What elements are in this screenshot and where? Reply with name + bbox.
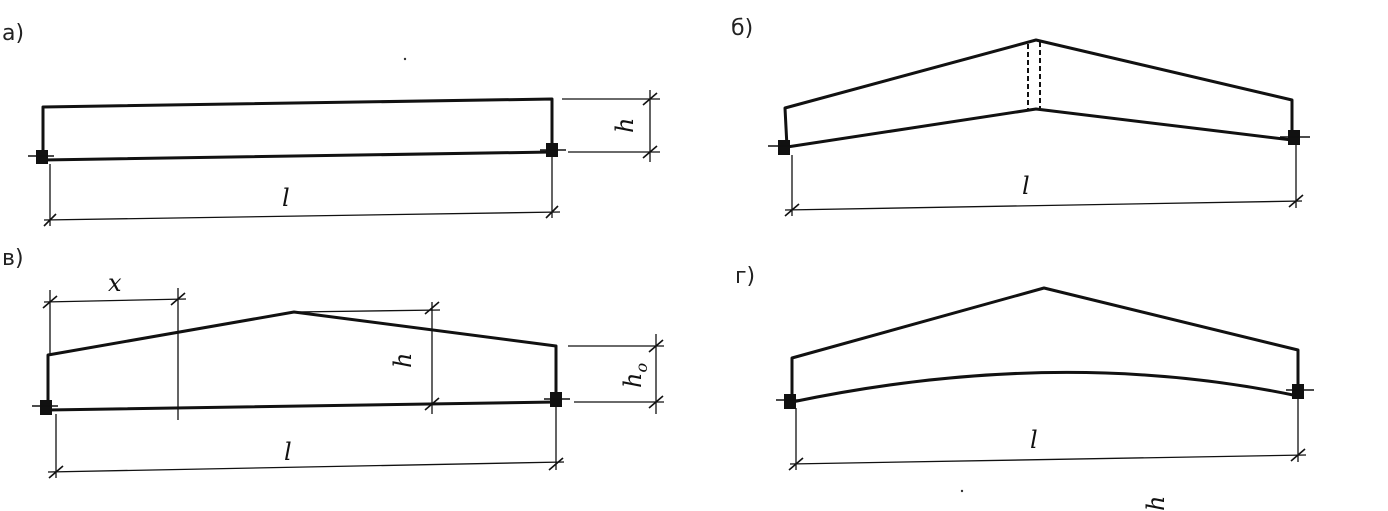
panel-b-span-label: l [1022,172,1030,200]
panel-a-height-dimension [562,90,660,162]
panel-v-section-height-dimension [293,301,441,414]
scan-speck [403,57,407,61]
panel-b-span-dimension [784,145,1304,217]
panel-a-height-label: h [611,118,639,133]
panel-a-beam [41,97,554,162]
panel-g: г) l [735,264,1314,471]
panel-a: а) l h [2,21,660,227]
panel-v-right-support [544,392,570,407]
panel-v-end-height-dimension [568,334,664,414]
panel-g-left-support [776,394,802,409]
stray-h-label: h [1142,496,1170,511]
scan-speck-2 [960,489,964,493]
panel-v-left-support [32,400,58,415]
panel-v-beam [46,310,558,412]
panel-b-left-support [768,140,796,155]
panel-b: б) l [731,16,1310,217]
panel-b-right-support [1280,130,1310,145]
panel-v-label: в) [2,246,24,271]
panel-b-beam [783,38,1294,149]
panel-a-span-label: l [282,184,290,212]
panel-g-span-label: l [1030,426,1038,454]
panel-g-label: г) [735,264,755,289]
panel-a-label: а) [2,21,24,46]
panel-v-x-label: x [108,269,122,297]
panel-a-right-support [540,143,566,157]
panel-a-left-support [28,150,54,164]
panel-v-span-dimension [47,406,565,479]
panel-v-span-label: l [284,438,292,466]
panel-v-section-height-label: h [389,353,417,368]
panel-a-span-dimension [43,157,561,227]
panel-g-beam [790,286,1300,404]
panel-g-span-dimension [788,398,1307,471]
panel-v-end-height-label: ho [619,363,651,388]
panel-b-label: б) [731,16,753,41]
panel-g-right-support [1286,384,1314,399]
panel-v: в) x h [2,246,664,479]
panel-v-x-dimension [42,288,187,420]
